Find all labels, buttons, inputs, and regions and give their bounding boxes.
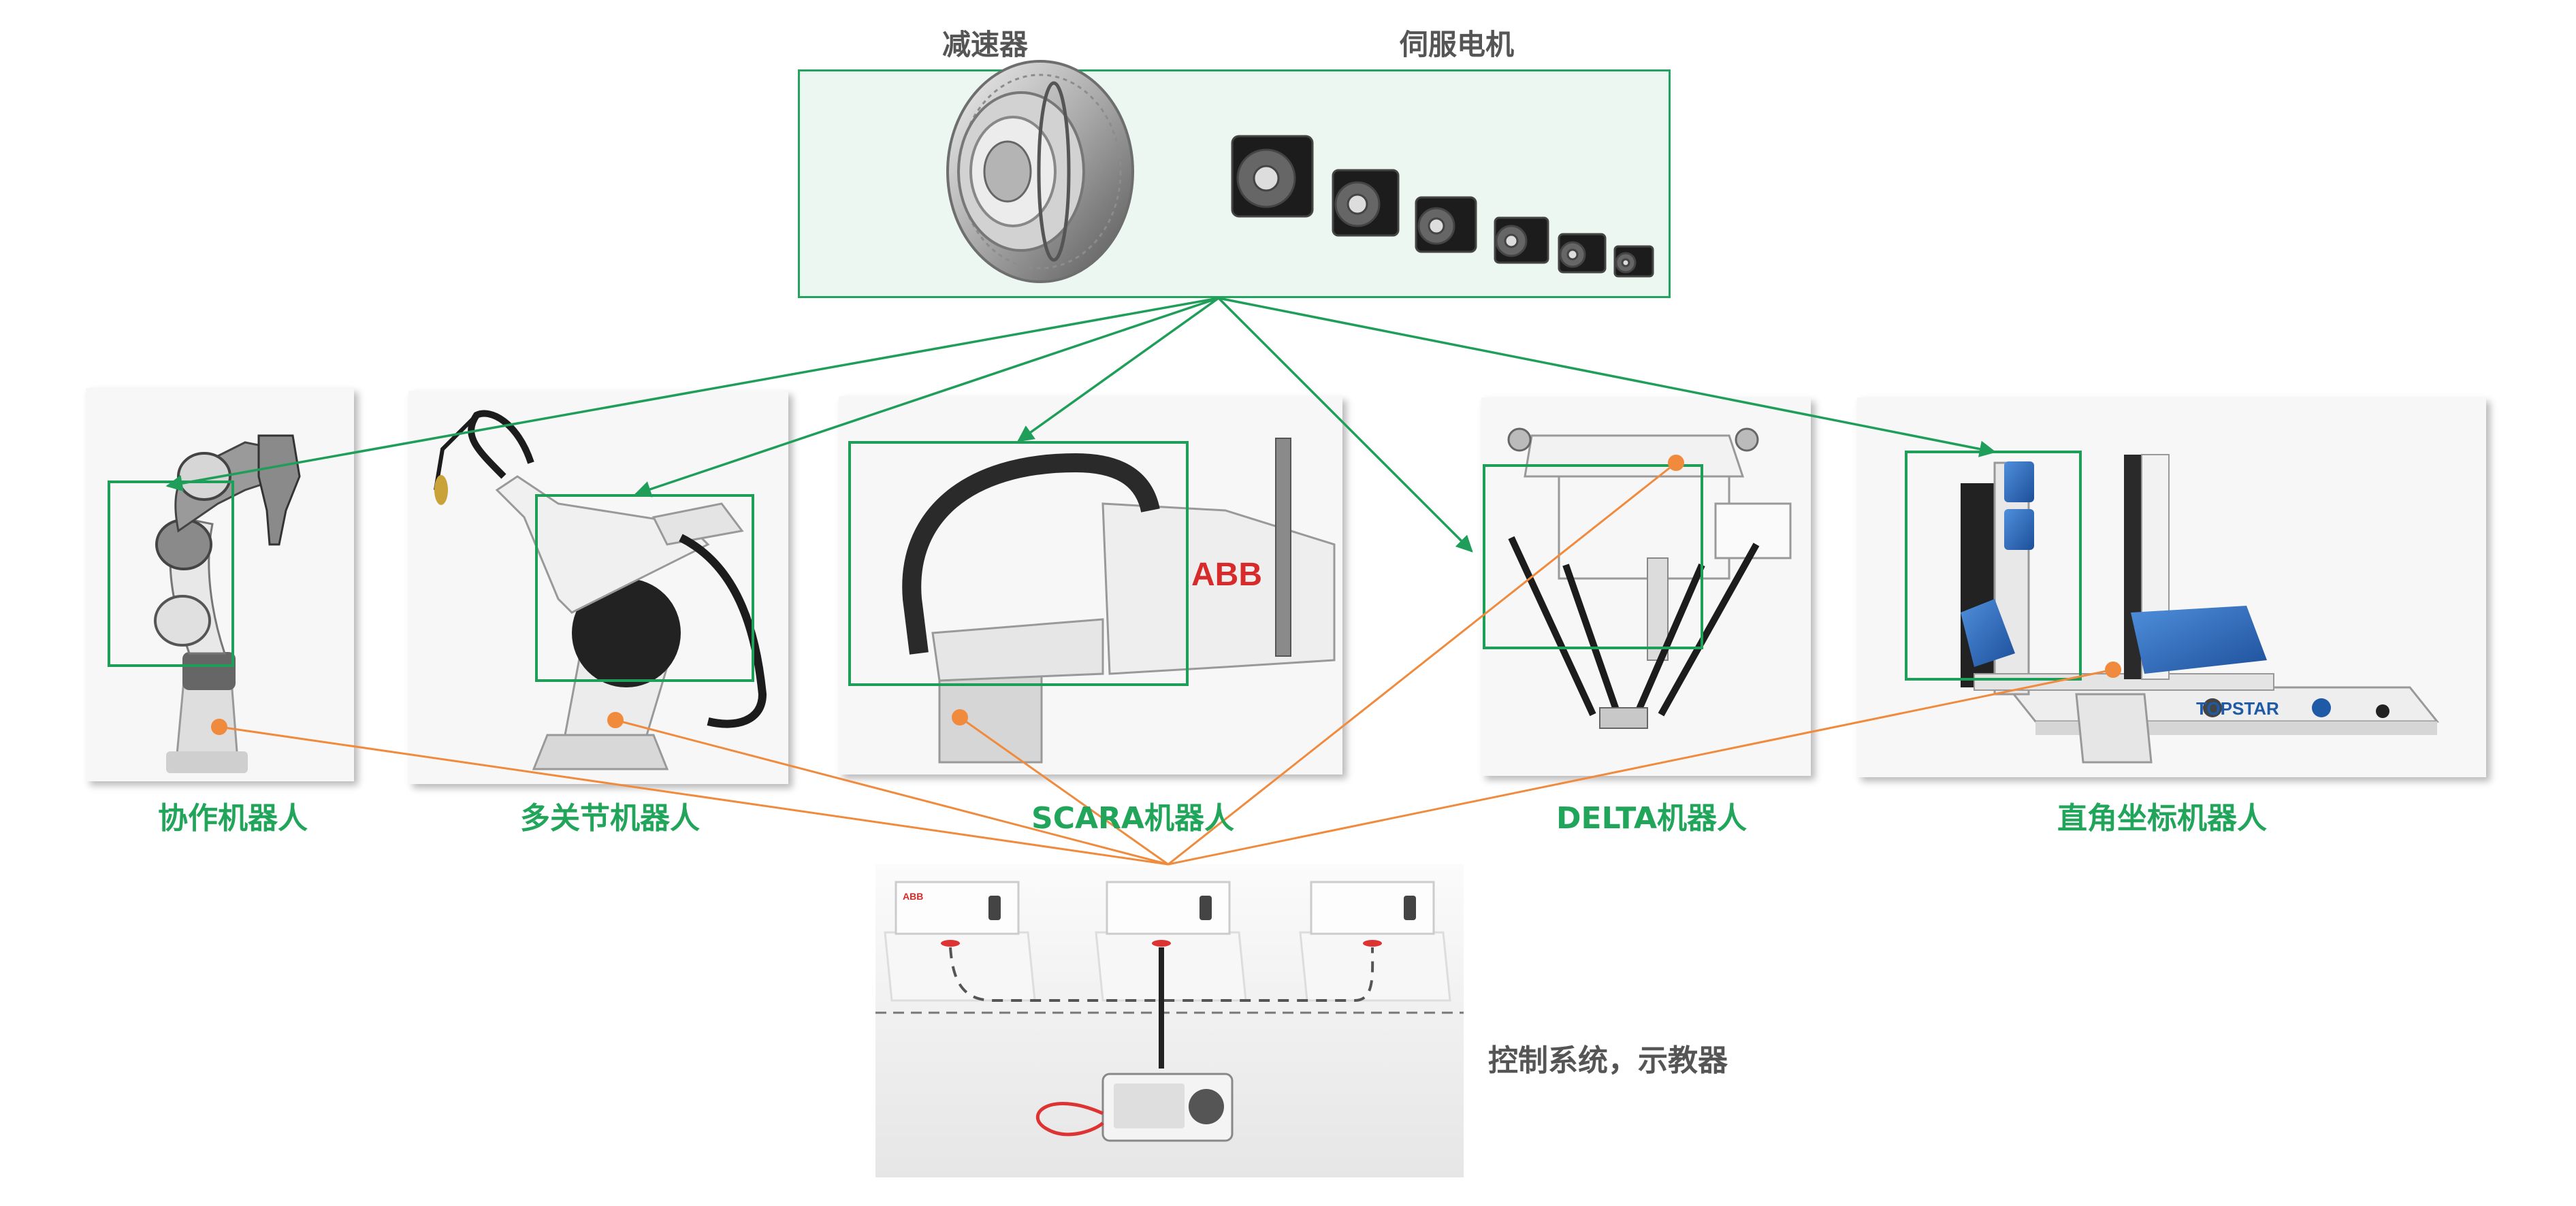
scara-highlight-box <box>848 441 1189 686</box>
cobot-illustration <box>154 434 301 773</box>
component-arrows <box>165 297 1997 553</box>
controller-scene-illustration <box>875 881 1464 1142</box>
controller-label: 控制系统，示教器 <box>1488 1043 1728 1078</box>
gantry-robot-illustration <box>1961 454 2440 764</box>
controller-link-dots <box>211 455 2121 735</box>
cobot-link-dot <box>211 719 227 735</box>
servo-motors-illustration <box>1231 135 1654 278</box>
delta-highlight-box <box>1483 464 1703 649</box>
cobot-label: 协作机器人 <box>158 801 308 836</box>
delta-robot-illustration <box>1507 427 1792 729</box>
articulated-robot-illustration <box>434 410 767 770</box>
delta-robot-label: DELTA机器人 <box>1556 801 1747 836</box>
controller-links <box>219 461 2114 866</box>
articulated-link-dot <box>607 712 624 728</box>
scara-robot-illustration <box>902 438 1336 764</box>
gantry-robot-label: 直角坐标机器人 <box>2057 801 2267 836</box>
scara-robot-label: SCARA机器人 <box>1031 801 1234 836</box>
servo-motor-heading: 伺服电机 <box>1400 28 1515 61</box>
gantry-link-dot <box>2105 662 2121 678</box>
controller-brand-mark: ABB <box>903 891 923 902</box>
gantry-brand-mark: TOPSTAR <box>2196 698 2279 719</box>
scara-link-dot <box>952 709 968 726</box>
scara-brand-mark: ABB <box>1191 557 1262 593</box>
reducer-illustration <box>946 60 1134 283</box>
reducer-heading: 减速器 <box>942 28 1029 61</box>
delta-link-dot <box>1668 455 1684 471</box>
articulated-robot-label: 多关节机器人 <box>520 801 700 836</box>
